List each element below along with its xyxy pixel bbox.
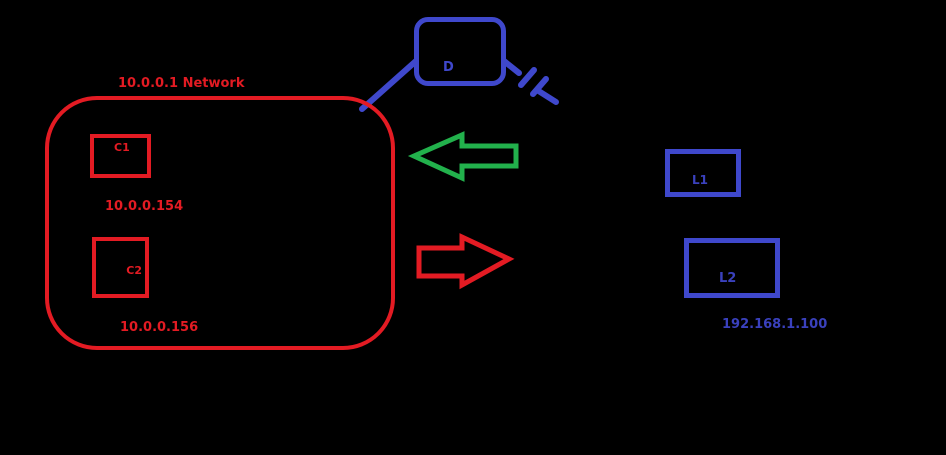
network-title: 10.0.0.1 Network: [118, 76, 245, 91]
incoming-arrow-icon: [407, 131, 519, 182]
node-d: D: [414, 17, 506, 86]
node-c1-ip: 10.0.0.154: [105, 199, 184, 214]
node-c2: C2: [92, 237, 149, 298]
node-d-label: D: [443, 60, 454, 75]
node-l2: L2: [684, 238, 780, 298]
node-l1: L1: [665, 149, 741, 197]
network-boundary: [45, 96, 395, 350]
node-c1-label: C1: [114, 141, 130, 154]
node-c1: C1: [90, 134, 151, 178]
outgoing-arrow-icon: [416, 233, 515, 290]
broken-link-icon: [501, 58, 559, 105]
node-c2-label: C2: [126, 264, 142, 277]
d-to-network-link: [359, 58, 419, 112]
node-l2-label: L2: [719, 271, 737, 286]
remote-ip: 192.168.1.100: [722, 317, 828, 332]
node-l1-label: L1: [692, 173, 708, 187]
node-c2-ip: 10.0.0.156: [120, 320, 199, 335]
